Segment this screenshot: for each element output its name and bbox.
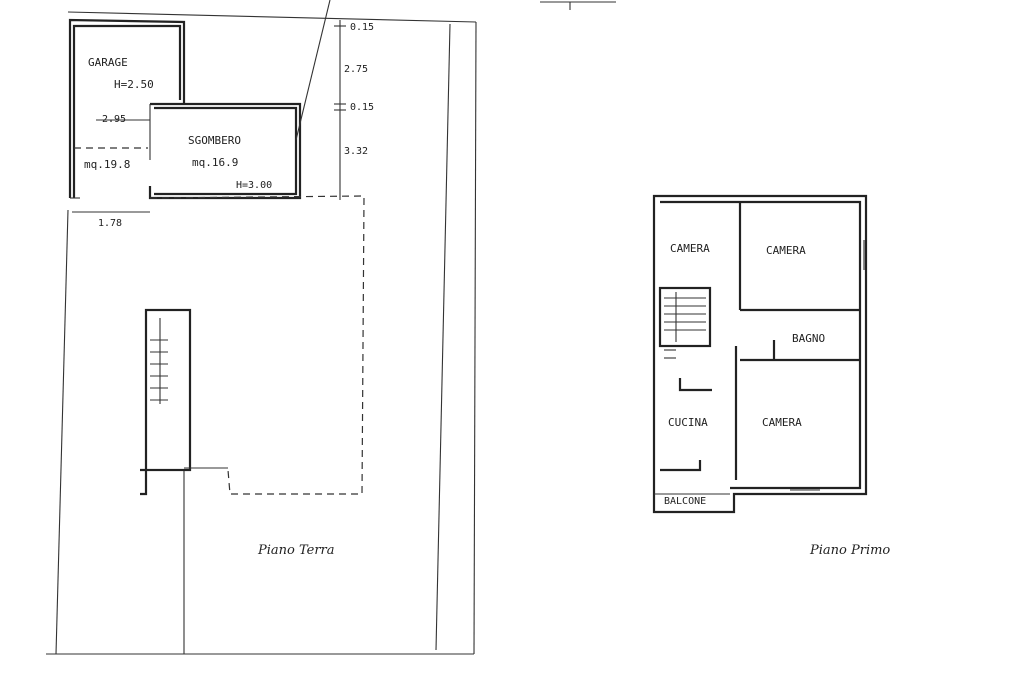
sgombero-inner-wall [154, 106, 298, 196]
room-label-camera-small: CAMERA [670, 242, 710, 255]
ground-floor-plan: GARAGE H=2.50 mq.19.8 SGOMBERO mq.16.9 H… [46, 0, 477, 655]
first-floor-inner-wall [660, 200, 862, 490]
dimension-d3: 0.15 [350, 102, 374, 113]
site-boundary-left [55, 209, 69, 655]
garage-inner-wall [72, 24, 182, 198]
first-floor-staircase [658, 286, 712, 348]
sgombero-height: H=3.00 [236, 180, 272, 191]
sgombero-label: SGOMBERO [188, 134, 241, 147]
sgombero-area: mq.16.9 [192, 156, 238, 169]
pointer-line [295, 0, 331, 141]
room-label-cucina: CUCINA [668, 416, 708, 429]
room-label-bagno: BAGNO [792, 332, 825, 345]
inner-boundary-right [435, 23, 451, 651]
room-label-camera-large: CAMERA [766, 244, 806, 257]
site-boundary-right [473, 21, 477, 655]
staircase-block [144, 308, 192, 472]
garage-wall [68, 18, 186, 198]
dimension-garage-width: 2.95 [102, 114, 126, 125]
partition-cucina-top [678, 378, 712, 392]
site-boundary-top [67, 11, 477, 23]
first-floor-title: Piano Primo [809, 543, 890, 558]
partition-balcone-top [660, 460, 702, 472]
garage-area: mq.19.8 [84, 158, 130, 171]
dimension-d2: 2.75 [344, 64, 368, 75]
sgombero-wall [148, 102, 302, 200]
garage-label: GARAGE [88, 56, 128, 69]
courtyard-dashed-outline [149, 195, 365, 495]
ground-floor-title: Piano Terra [257, 543, 335, 558]
first-floor-plan: CAMERA CAMERA BAGNO CUCINA CAMERA BALCON… [540, 1, 890, 558]
room-label-camera-bottom: CAMERA [762, 416, 802, 429]
first-floor-outer-wall [652, 194, 868, 514]
dimension-d4: 3.32 [344, 146, 368, 157]
stair-base [140, 468, 148, 496]
dimension-bottom-width: 1.78 [98, 218, 122, 229]
room-label-balcone: BALCONE [664, 496, 706, 507]
garage-height: H=2.50 [114, 78, 154, 91]
dimension-d1: 0.15 [350, 22, 374, 33]
